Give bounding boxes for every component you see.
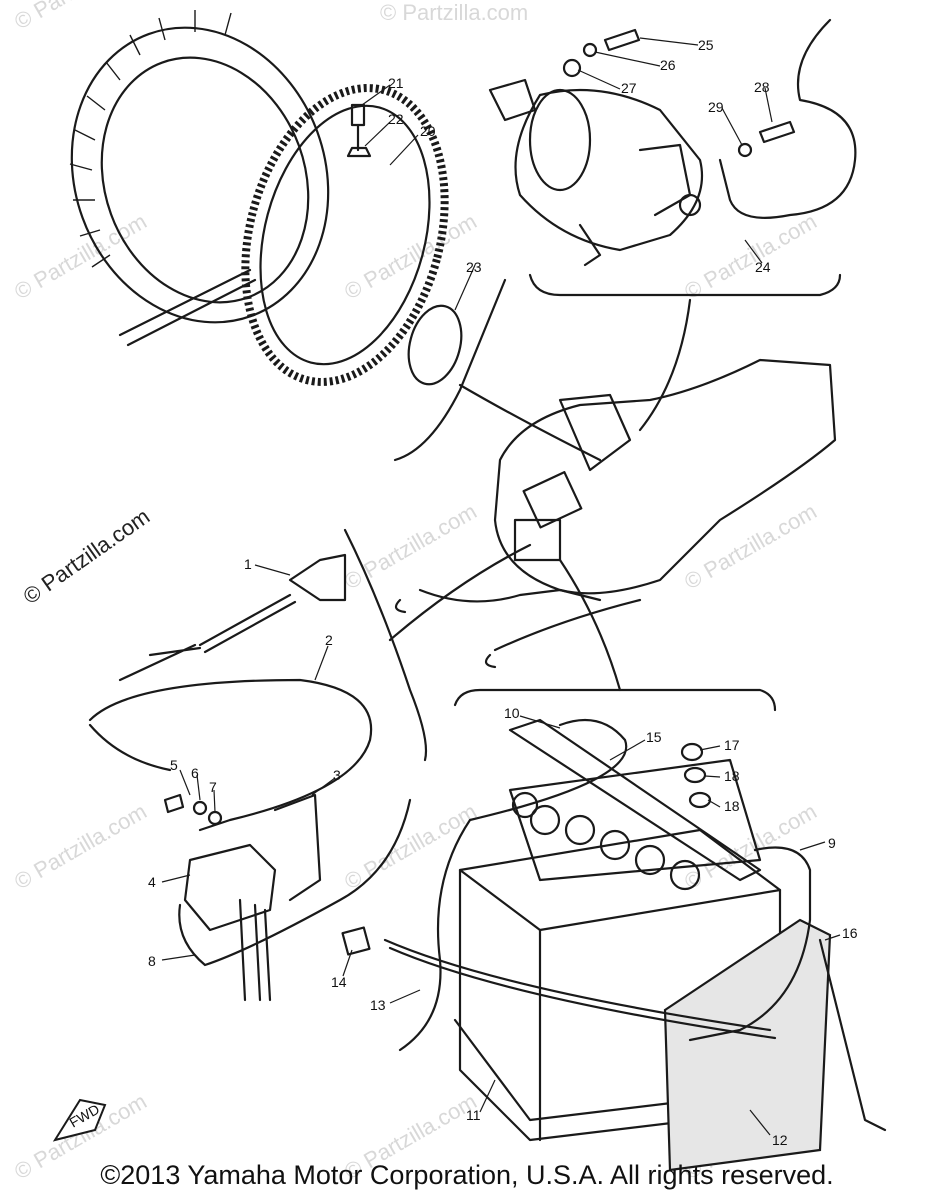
washer — [207, 810, 223, 826]
watermark: © Partzilla.com — [10, 209, 151, 305]
watermark: © Partzilla.com — [680, 209, 821, 305]
washer — [346, 146, 372, 158]
starter-relay — [183, 793, 322, 1002]
callout-6: 6 — [191, 765, 199, 781]
callout-16: 16 — [842, 925, 858, 941]
callout-11: 11 — [466, 1107, 481, 1123]
leader-line — [388, 543, 532, 642]
leader-line — [458, 383, 602, 462]
callout-9: 9 — [828, 835, 836, 851]
group-bracket — [528, 273, 842, 297]
nut — [680, 742, 704, 762]
battery-pad — [663, 918, 832, 1172]
cable — [383, 938, 777, 1040]
callout-18: 18 — [724, 798, 740, 814]
nut — [688, 791, 712, 809]
watermark: © Partzilla.com — [380, 0, 528, 25]
group-bracket — [343, 528, 428, 762]
washer — [737, 142, 753, 158]
callout-4: 4 — [148, 874, 156, 890]
bolt — [163, 793, 185, 814]
snowmobile — [394, 358, 837, 669]
bolt — [350, 103, 366, 152]
main-switch — [118, 553, 347, 682]
watermark-dark: © Partzilla.com — [19, 504, 155, 610]
callout-22: 22 — [388, 111, 404, 127]
callout-15: 15 — [646, 729, 662, 745]
callout-29: 29 — [708, 99, 724, 115]
nut — [341, 926, 371, 956]
callout-7: 7 — [209, 779, 217, 795]
group-bracket — [393, 278, 507, 462]
wire-harness — [88, 678, 373, 832]
watermark: © Partzilla.com — [680, 499, 821, 595]
cable — [718, 18, 857, 219]
watermark: © Partzilla.com — [10, 799, 151, 895]
callout-leaders — [161, 37, 841, 1136]
callout-8: 8 — [148, 953, 156, 969]
callout-27: 27 — [621, 80, 637, 96]
callout-3: 3 — [333, 767, 341, 783]
callout-10: 10 — [504, 705, 520, 721]
nut — [683, 766, 707, 784]
watermark: © Partzilla.com — [340, 499, 481, 595]
washer — [562, 58, 582, 78]
callout-24: 24 — [755, 259, 771, 275]
bolt — [758, 120, 796, 144]
watermark: © Partzilla.com — [680, 799, 821, 895]
callout-14: 14 — [331, 974, 347, 990]
callout-21: 21 — [388, 75, 404, 91]
callout-12: 12 — [772, 1132, 788, 1148]
callout-17: 17 — [724, 737, 740, 753]
callout-13: 13 — [370, 997, 386, 1013]
group-bracket — [453, 688, 777, 712]
callout-23: 23 — [466, 259, 482, 275]
battery-band — [508, 718, 762, 882]
o-ring — [407, 304, 463, 386]
cable — [398, 718, 628, 1052]
callout-28: 28 — [754, 79, 770, 95]
washer — [192, 800, 208, 816]
bolt — [603, 28, 641, 52]
watermark: © Partzilla.com — [10, 0, 151, 34]
callout-26: 26 — [660, 57, 676, 73]
rod — [818, 938, 887, 1132]
cable — [688, 846, 812, 1042]
leader-line — [638, 298, 692, 432]
cable — [178, 798, 412, 967]
callout-1: 1 — [244, 556, 252, 572]
callout-20: 20 — [420, 123, 436, 139]
starter-motor — [488, 78, 704, 267]
leader-line — [558, 558, 622, 692]
wire-harness — [88, 723, 172, 772]
callout-2: 2 — [325, 632, 333, 648]
callout-25: 25 — [698, 37, 714, 53]
washer — [582, 42, 598, 58]
callout-5: 5 — [170, 757, 178, 773]
callouts: 1 2 3 4 5 6 7 8 9 10 11 12 13 14 15 16 1… — [148, 37, 858, 1148]
copyright-notice: ©2013 Yamaha Motor Corporation, U.S.A. A… — [100, 1160, 834, 1190]
flywheel — [69, 10, 330, 347]
callout-18: 18 — [724, 768, 740, 784]
